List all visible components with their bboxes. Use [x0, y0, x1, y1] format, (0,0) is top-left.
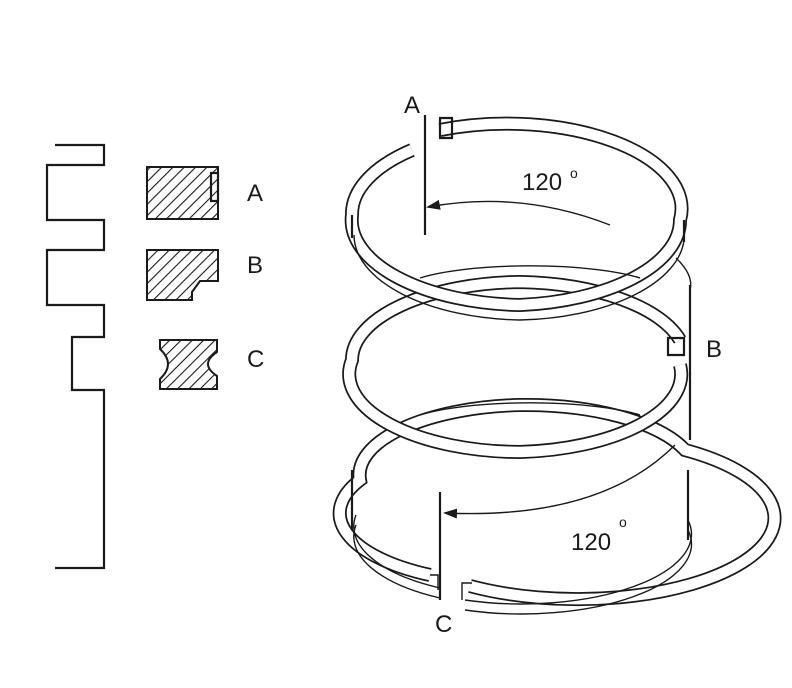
arrow-120-top: [426, 199, 611, 226]
ring-b: [342, 274, 689, 460]
ring-a: [344, 116, 689, 321]
ring-label-a: A: [404, 92, 420, 119]
cross-section-label-a: A: [247, 180, 263, 207]
degree-symbol-bottom: o: [619, 514, 627, 530]
arrow-120-bottom: [443, 444, 676, 519]
cross-section-label-c: C: [247, 346, 264, 373]
arrow-b-bracket: [675, 257, 692, 291]
cross-section-label-b: B: [247, 252, 263, 279]
ring-label-c: C: [435, 611, 452, 638]
ring-c: [332, 397, 782, 615]
angle-label-top: 120: [522, 169, 562, 196]
inner-ring-bottom: [419, 402, 641, 416]
angle-label-bottom: 120: [571, 529, 611, 556]
ring-label-b: B: [706, 336, 722, 363]
cross-section-b: [146, 249, 219, 301]
cross-section-a: [146, 166, 220, 220]
cross-section-c: [159, 339, 218, 390]
degree-symbol-top: o: [570, 165, 578, 181]
inner-ring-top: [419, 265, 641, 279]
piston-groove-profile: [45, 143, 106, 570]
